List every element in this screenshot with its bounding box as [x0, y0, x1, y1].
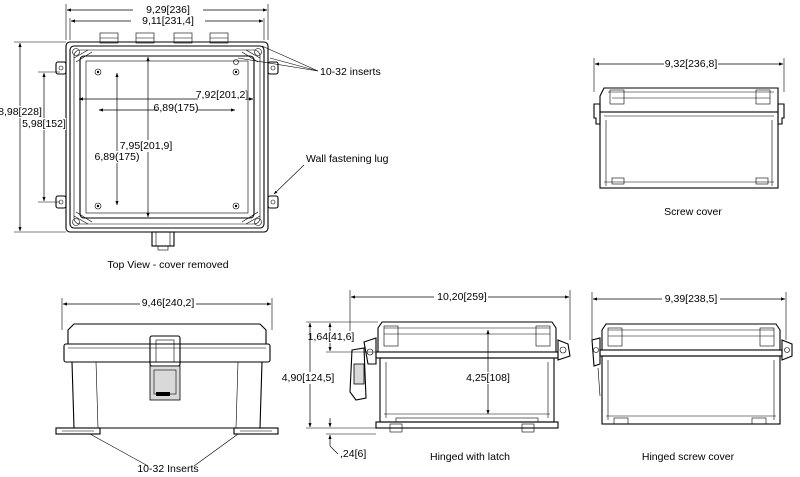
dim-hinged-latch-width: 10,20[259]	[350, 291, 570, 303]
callout-wall-lug: Wall fastening lug	[273, 153, 389, 195]
dim-total-height: 4,90[124,5]	[282, 322, 335, 428]
top-enclosure-body	[65, 41, 269, 233]
dim-mount-height: 5,98[152]	[22, 72, 66, 202]
hinged-screw-caption: Hinged screw cover	[642, 451, 735, 463]
dim-overall-width: 9,29[236]	[66, 4, 268, 16]
dim-inner-depth-label: 4,25[108]	[466, 372, 510, 384]
dim-cover-height-label: 1,64[41,6]	[308, 331, 355, 343]
dim-inner-width-label: 9,11[231,4]	[142, 15, 194, 27]
screw-cover-caption: Screw cover	[664, 206, 722, 218]
dim-front-width-label: 9,46[240,2]	[142, 297, 195, 309]
latch-tab	[151, 231, 175, 251]
hinged-latch-caption: Hinged with latch	[430, 451, 510, 463]
wall-fastening-lugs	[55, 61, 279, 209]
dim-insert-spacing-x: 7,92[201,2]	[78, 89, 254, 101]
callout-front-inserts-label: 10-32 Inserts	[137, 463, 198, 475]
dim-panel-height-label: 6,89(175)	[95, 151, 140, 163]
callout-lug-label: Wall fastening lug	[306, 153, 389, 165]
callout-front-inserts: 10-32 Inserts	[89, 433, 239, 475]
front-view: 9,46[240,2] 10-32 Inserts	[55, 297, 279, 475]
top-view: 9,29[236] 9,11[231,4]	[0, 4, 389, 271]
mounting-inserts	[94, 59, 240, 210]
dim-overall-width-label: 9,29[236]	[146, 4, 190, 16]
dim-panel-width-label: 6,89(175)	[154, 102, 199, 114]
dim-hinged-screw-width: 9,39[238,5]	[592, 293, 786, 305]
dim-insert-spacing-y: 7,95[201,9]	[120, 56, 176, 218]
dim-hinged-latch-width-label: 10,20[259]	[437, 291, 487, 303]
dim-base-label: ,24[6]	[340, 448, 366, 460]
top-view-caption: Top View - cover removed	[107, 259, 228, 271]
corner-screw-bosses	[72, 48, 262, 226]
dim-panel-width: 6,89(175)	[98, 102, 236, 114]
hinged-latch-view: 10,20[259] 1,64[41,6	[282, 290, 571, 463]
dim-hinged-screw-width-label: 9,39[238,5]	[665, 293, 718, 305]
screw-cover-view: 9,32[236,8] Screw cover	[593, 58, 785, 218]
dim-screw-cover-width: 9,32[236,8]	[594, 58, 784, 70]
top-knockouts	[99, 32, 229, 44]
dim-base: ,24[6]	[328, 418, 366, 460]
dim-inner-width: 9,11[231,4]	[70, 15, 264, 27]
dim-insert-spacing-y-label: 7,95[201,9]	[120, 140, 173, 152]
dim-mount-height-label: 5,98[152]	[22, 118, 66, 130]
callout-inserts-label: 10-32 inserts	[320, 66, 381, 78]
dim-overall-height-label: 8,98[228]	[0, 106, 42, 118]
dim-inner-depth: 4,25[108]	[464, 329, 512, 415]
dim-cover-height: 1,64[41,6]	[308, 322, 355, 352]
dim-screw-cover-width-label: 9,32[236,8]	[665, 58, 718, 70]
dim-insert-spacing-x-label: 7,92[201,2]	[196, 89, 249, 101]
dim-overall-height: 8,98[228]	[0, 42, 42, 232]
dim-front-width: 9,46[240,2]	[62, 297, 272, 309]
hinged-screw-view: 9,39[238,5] Hinged screw cover	[591, 292, 793, 463]
callout-inserts-top: 10-32 inserts	[237, 45, 381, 78]
dim-total-height-label: 4,90[124,5]	[282, 372, 335, 384]
dim-panel-height: 6,89(175)	[94, 72, 140, 206]
